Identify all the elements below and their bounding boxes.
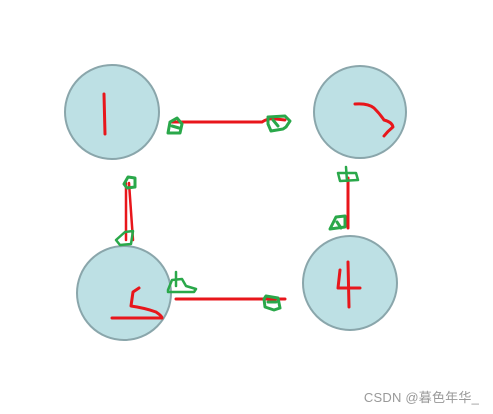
- marker-left-bottom: [114, 229, 135, 247]
- node-group-1: [64, 64, 160, 160]
- node-group-2: [76, 245, 172, 341]
- marker-bottom-end: [262, 294, 282, 312]
- node-group-4: [313, 65, 407, 159]
- marker-top-start: [166, 116, 184, 135]
- marker-top-end: [266, 114, 292, 133]
- node-3-circle[interactable]: [302, 235, 398, 331]
- csdn-watermark: CSDN @暮色年华_: [363, 390, 479, 405]
- node-1-circle[interactable]: [64, 64, 160, 160]
- marker-right-top: [336, 165, 360, 183]
- green-markers: [114, 114, 360, 312]
- node-4-circle[interactable]: [313, 65, 407, 159]
- node-3-label: [336, 260, 362, 309]
- node-1-label: [102, 92, 107, 136]
- marker-left-top: [122, 175, 137, 190]
- marker-right-bottom: [328, 214, 347, 231]
- node-group-3: [302, 235, 398, 331]
- node-4-label: [353, 102, 395, 138]
- node-2-circle[interactable]: [76, 245, 172, 341]
- node-2-label: [110, 286, 164, 320]
- marker-bottom-start: [166, 270, 198, 294]
